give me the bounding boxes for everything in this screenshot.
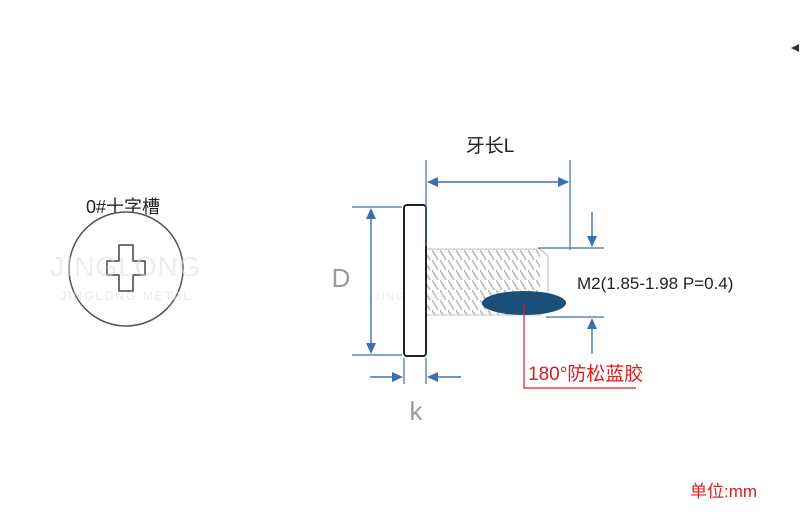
arrow-k-left-icon xyxy=(392,372,403,382)
arrow-length-left-icon xyxy=(427,177,438,187)
arrow-m-bottom-icon xyxy=(587,318,597,329)
watermark-text-left: JINGLONG METAL xyxy=(60,289,192,303)
patch-label: 180°防松蓝胶 xyxy=(528,363,643,385)
arrow-length-right-icon xyxy=(558,177,569,187)
arrow-d-top-icon xyxy=(366,208,376,219)
phillips-cross-icon xyxy=(106,244,146,292)
unit-label: 单位:mm xyxy=(690,482,757,501)
arrow-m-top-icon xyxy=(587,236,597,247)
thread-length-label: 牙长L xyxy=(466,135,515,157)
patch-leader-line xyxy=(523,303,636,389)
head-slot-label: 0#十字槽 xyxy=(86,197,160,217)
diameter-label: D xyxy=(332,263,351,293)
corner-arrow-icon xyxy=(791,44,799,52)
watermark-logo-left: JINGLONG xyxy=(50,251,201,282)
screw-head-side xyxy=(403,204,427,357)
head-height-label: k xyxy=(410,396,424,426)
arrow-d-bottom-icon xyxy=(366,343,376,354)
thread-spec-label: M2(1.85-1.98 P=0.4) xyxy=(577,274,733,293)
arrow-k-right-icon xyxy=(427,372,438,382)
